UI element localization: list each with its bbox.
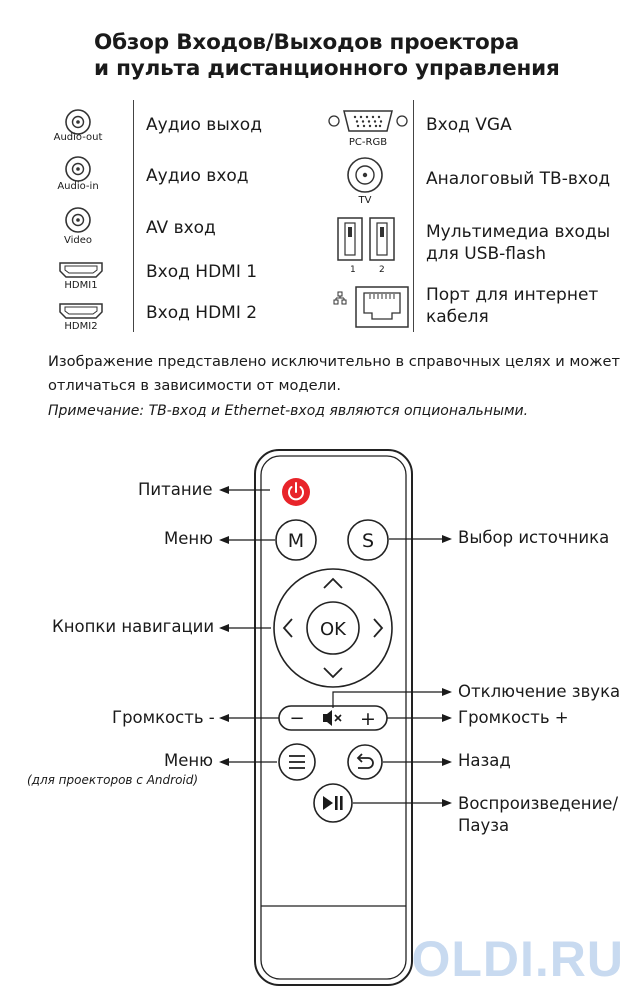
- usb-2-caption: 2: [379, 265, 385, 275]
- source-button[interactable]: S: [347, 519, 389, 561]
- ethernet-label-line-1: Порт для интернет: [426, 285, 599, 305]
- back-arrow-icon: [356, 753, 374, 769]
- mute-label: Отключение звука: [458, 682, 621, 701]
- tv-caption: TV: [358, 195, 372, 206]
- page-title: Обзор Входов/Выходов проектора и пульта …: [94, 30, 560, 82]
- hdmi1-port-icon: [58, 261, 104, 283]
- volume-down-button[interactable]: −: [289, 708, 304, 729]
- nav-left-icon[interactable]: [282, 618, 293, 638]
- play-pause-icon: [323, 796, 343, 810]
- usb-label: Мультимедиа входы для USB-flash: [426, 221, 610, 265]
- hdmi1-label: Вход HDMI 1: [146, 262, 258, 282]
- menu-label: Меню: [164, 529, 214, 548]
- mute-icon[interactable]: [323, 710, 342, 726]
- play-pause-button[interactable]: [313, 783, 353, 823]
- menu-button-label: M: [288, 530, 304, 552]
- power-button[interactable]: [282, 478, 310, 506]
- back-label: Назад: [458, 751, 511, 770]
- hamburger-icon: [289, 755, 305, 769]
- vga-port-icon: [326, 108, 410, 138]
- usb-ports-icon: [336, 216, 396, 270]
- ethernet-label-line-2: кабеля: [426, 307, 489, 327]
- divider-right: [413, 100, 414, 332]
- disclaimer-line-1: Изображение представлено исключительно в…: [48, 353, 620, 370]
- android-menu-note: (для проекторов с Android): [27, 773, 199, 787]
- optional-ports-note: Примечание: ТВ-вход и Ethernet-вход явля…: [48, 403, 529, 419]
- usb-label-line-1: Мультимедиа входы: [426, 222, 611, 242]
- hdmi2-caption: HDMI2: [64, 321, 98, 332]
- disclaimer-text: Изображение представлено исключительно в…: [48, 350, 620, 398]
- pc-rgb-caption: PC-RGB: [348, 137, 388, 148]
- hdmi2-port-icon: [58, 302, 104, 324]
- volume-up-button[interactable]: +: [360, 708, 376, 730]
- play-pause-label-line-1: Воспроизведение/: [458, 794, 618, 813]
- audio-in-caption: Audio-in: [57, 181, 99, 192]
- audio-out-label: Аудио выход: [146, 115, 262, 135]
- nav-down-icon[interactable]: [323, 667, 343, 679]
- back-button[interactable]: [347, 744, 383, 780]
- android-menu-button[interactable]: [278, 743, 316, 781]
- nav-right-icon[interactable]: [373, 618, 384, 638]
- vga-label: Вход VGA: [426, 115, 512, 135]
- av-input-label: AV вход: [146, 218, 216, 238]
- remote-diagram: M S OK − +: [219, 449, 452, 986]
- divider-left: [133, 100, 134, 332]
- volume-up-label: Громкость +: [458, 708, 569, 727]
- hdmi2-label: Вход HDMI 2: [146, 303, 258, 323]
- video-jack-icon: [64, 206, 92, 238]
- hdmi1-caption: HDMI1: [64, 280, 98, 291]
- audio-out-icon: [64, 108, 92, 140]
- tv-coax-icon: [346, 156, 384, 198]
- usb-label-line-2: для USB-flash: [426, 244, 547, 264]
- ethernet-label: Порт для интернет кабеля: [426, 284, 598, 328]
- tv-input-label: Аналоговый ТВ-вход: [426, 169, 611, 189]
- ethernet-port-icon: [332, 285, 412, 335]
- watermark-logo: OLDI.RU: [411, 931, 624, 987]
- nav-up-icon[interactable]: [323, 577, 343, 589]
- source-button-label: S: [362, 530, 374, 552]
- callout-arrows: [219, 486, 452, 807]
- mute-arrow: [332, 688, 452, 708]
- power-label: Питание: [138, 480, 213, 499]
- title-line-1: Обзор Входов/Выходов проектора: [94, 30, 520, 55]
- android-menu-label: Меню: [164, 751, 214, 770]
- audio-out-caption: Audio-out: [53, 132, 103, 143]
- usb-1-caption: 1: [350, 265, 356, 275]
- video-caption: Video: [63, 235, 93, 246]
- source-label: Выбор источника: [458, 528, 610, 547]
- audio-in-label: Аудио вход: [146, 166, 249, 186]
- ok-button-label: OK: [320, 619, 347, 640]
- disclaimer-line-2: отличаться в зависимости от модели.: [48, 377, 342, 394]
- volume-down-label: Громкость -: [112, 708, 215, 727]
- ok-button[interactable]: OK: [306, 601, 360, 655]
- audio-in-icon: [64, 155, 92, 187]
- title-line-2: и пульта дистанционного управления: [94, 56, 560, 81]
- play-pause-label: Воспроизведение/ Пауза: [458, 793, 618, 837]
- menu-button[interactable]: M: [275, 519, 317, 561]
- play-pause-label-line-2: Пауза: [458, 816, 510, 835]
- navigation-label: Кнопки навигации: [52, 617, 215, 636]
